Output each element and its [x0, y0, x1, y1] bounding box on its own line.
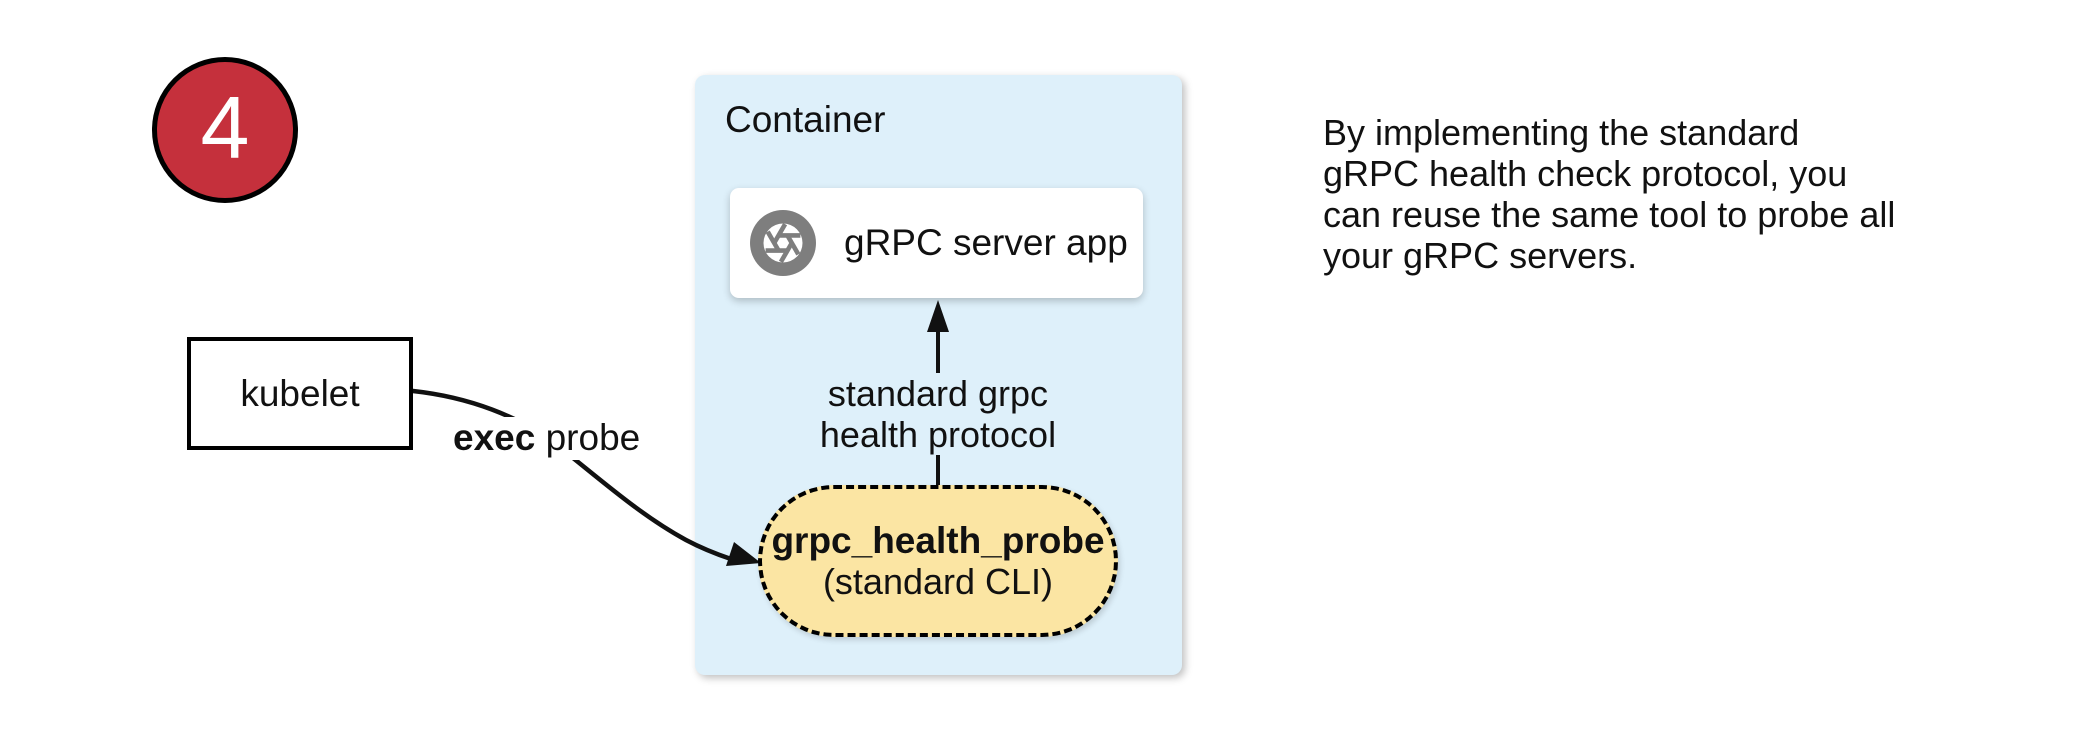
kubelet-box: kubelet — [187, 337, 413, 450]
exec-probe-label-rest: probe — [535, 417, 641, 458]
grpc-server-app-box: gRPC server app — [730, 188, 1143, 298]
protocol-label-line1: standard grpc — [827, 373, 1049, 414]
step-badge: 4 — [152, 57, 298, 203]
grpc-health-probe-subtitle: (standard CLI) — [822, 560, 1054, 602]
grpc-health-probe-title: grpc_health_probe — [771, 520, 1105, 562]
protocol-label-line2: health protocol — [819, 414, 1057, 455]
step-number: 4 — [200, 78, 250, 177]
exec-probe-label-bold: exec — [453, 417, 536, 458]
grpc-health-probe-pill: grpc_health_probe (standard CLI) — [758, 485, 1118, 637]
exec-probe-label: exec probe — [446, 417, 648, 460]
container-title: Container — [725, 99, 886, 140]
aperture-icon — [750, 210, 816, 276]
protocol-label: standard grpc health protocol — [809, 373, 1067, 455]
kubelet-label: kubelet — [240, 372, 360, 414]
grpc-server-app-label: gRPC server app — [844, 222, 1128, 263]
annotation-text: By implementing the standard gRPC health… — [1323, 112, 1896, 276]
